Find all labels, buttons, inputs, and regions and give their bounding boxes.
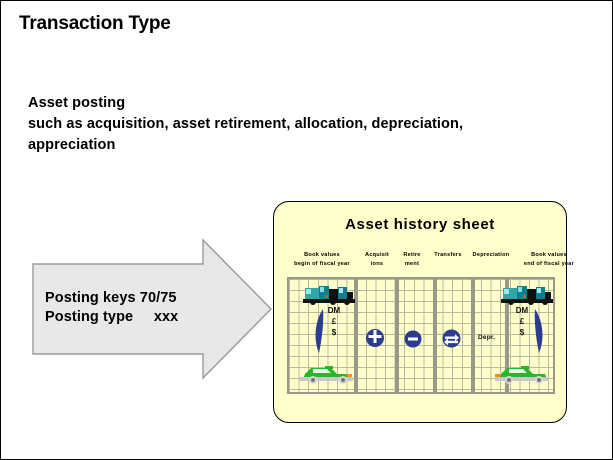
plus-circle-icon (365, 328, 385, 353)
car-sprite-begin (297, 363, 355, 390)
column-header-depreciation: Depreciation (472, 252, 510, 258)
arrow-label: Posting keys 70/75 Posting type xxx (45, 290, 179, 325)
right-arrow-shape (31, 238, 273, 380)
sheet-column-headers: Book values begin of fiscal year Acquisi… (286, 251, 574, 275)
currency-symbols-begin: DM £ $ (327, 306, 341, 337)
blue-leaf-glyph-end (533, 309, 545, 358)
depreciation-label: Depr. (478, 334, 496, 341)
minus-circle-icon (404, 330, 422, 353)
grid-divider-5 (505, 279, 509, 392)
currency-symbols-end: DM £ $ (515, 306, 529, 337)
asset-history-grid: DM £ $ (287, 277, 555, 394)
blue-leaf-glyph-begin (313, 309, 325, 358)
body-text: Asset posting such as acquisition, asset… (28, 95, 464, 154)
right-arrow-icon (32, 238, 272, 380)
column-header-book-values-end: Book values end of fiscal year (523, 252, 575, 267)
grid-divider-2 (395, 279, 399, 392)
transfer-circle-icon (442, 329, 461, 353)
grid-divider-3 (433, 279, 437, 392)
truck-sprite-end (501, 284, 553, 311)
column-header-acquisitions: Acquisit ions (364, 252, 390, 267)
column-header-transfers: Transfers (434, 252, 462, 258)
asset-history-sheet-panel: Asset history sheet Book values begin of… (273, 201, 574, 423)
grid-divider-4 (471, 279, 475, 392)
column-header-retirement: Retire ment (403, 252, 421, 267)
truck-sprite-begin (303, 284, 355, 311)
asset-history-sheet-title: Asset history sheet (345, 216, 495, 233)
car-sprite-end (493, 363, 551, 390)
column-header-book-values-begin: Book values begin of fiscal year (294, 252, 350, 267)
page-title: Transaction Type (19, 13, 171, 34)
grid-divider-1 (354, 279, 358, 392)
